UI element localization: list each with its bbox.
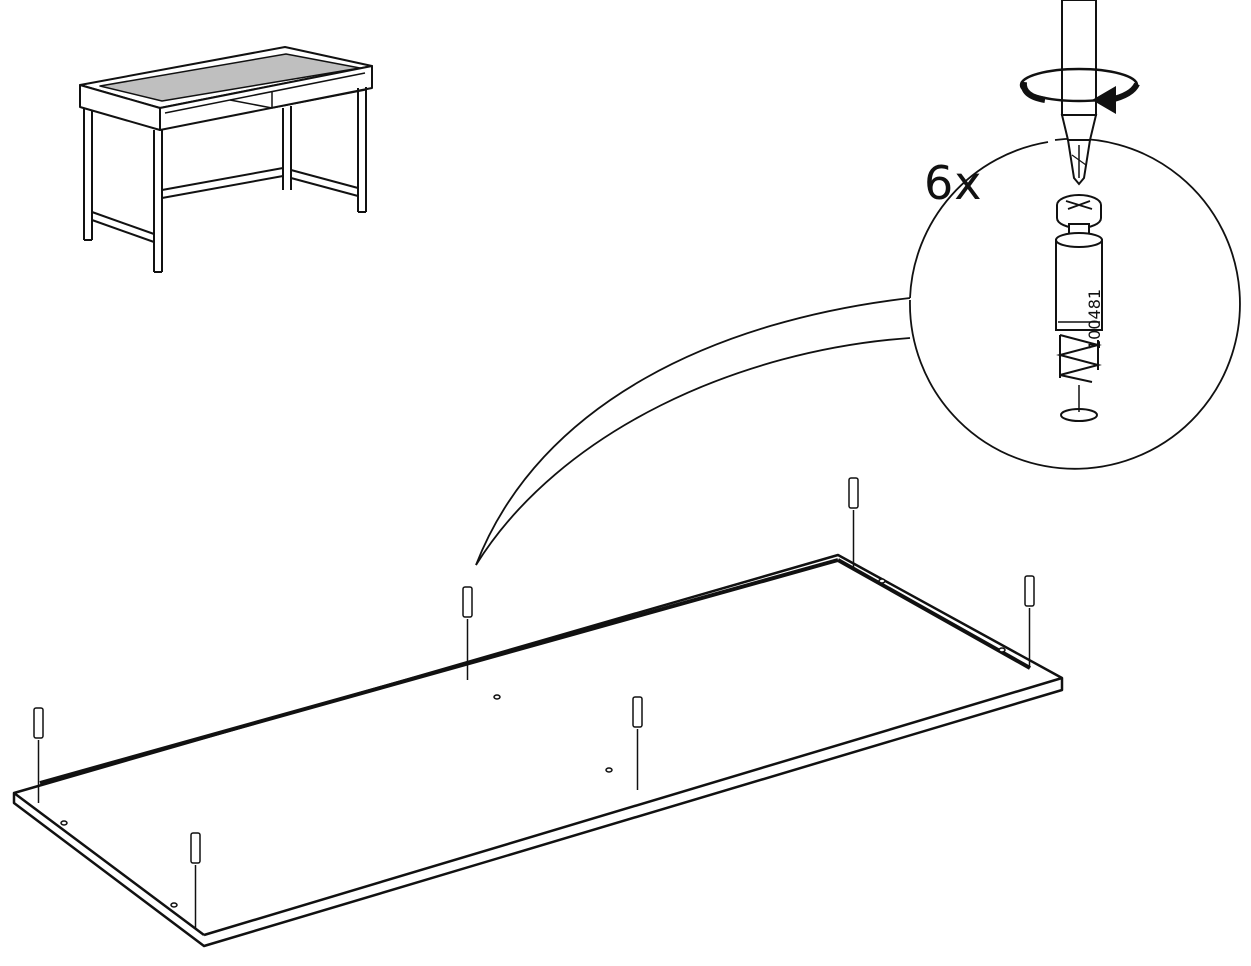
detail-callout [475, 137, 1241, 566]
dowels [33, 477, 1035, 928]
board-holes [60, 578, 1006, 908]
dowel [462, 586, 473, 680]
desktop-panel [12, 553, 1064, 948]
rotate-arrow-icon [1019, 67, 1140, 114]
cam-dowel-icon [1055, 194, 1103, 422]
dowel [1024, 575, 1035, 668]
part-number: 100481 [1085, 288, 1104, 350]
dowel [848, 477, 859, 570]
quantity-label: 6x [924, 156, 983, 210]
desk-thumbnail-icon [79, 46, 373, 273]
dowel [632, 696, 643, 790]
dowel [33, 707, 44, 803]
dowel [190, 832, 201, 928]
screwdriver-icon [1060, 0, 1098, 186]
